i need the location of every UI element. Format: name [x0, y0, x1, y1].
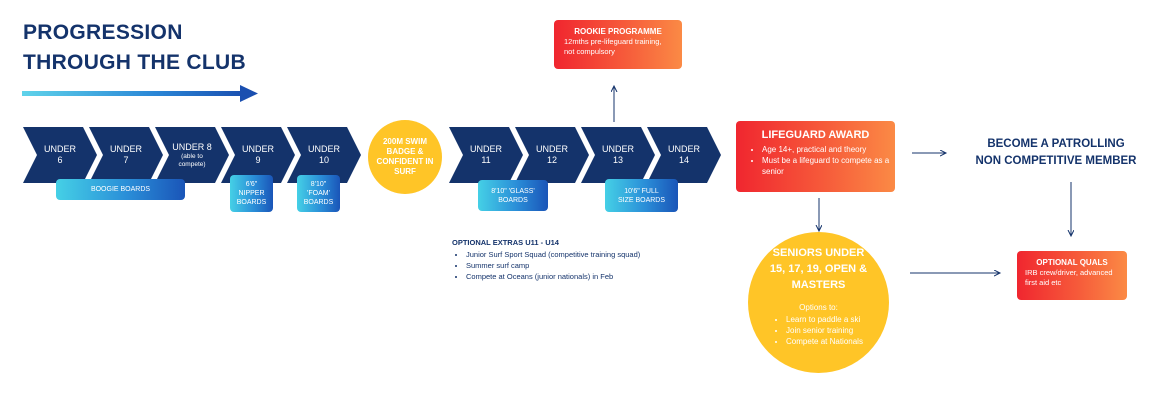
- title-line-2: THROUGH THE CLUB: [23, 51, 246, 74]
- chevron-under-13: [581, 127, 655, 183]
- chevron-subtext: (able to compete): [178, 152, 206, 168]
- chevron-label-under-14: UNDER 14: [661, 130, 707, 180]
- chevron-under-14: [647, 127, 721, 183]
- optional-quals-box: OPTIONAL QUALS IRB crew/driver, advanced…: [1017, 251, 1127, 300]
- optional-quals-text: IRB crew/driver, advanced first aid etc: [1025, 268, 1113, 287]
- chevron-under-12: [515, 127, 589, 183]
- chevron-text: UNDER 9: [241, 144, 274, 165]
- optional-extras-title: OPTIONAL EXTRAS U11 - U14: [452, 238, 559, 247]
- rookie-programme-box: ROOKIE PROGRAMME 12mths pre-lifeguard tr…: [554, 20, 682, 69]
- foam-boards-box: 8'10" 'FOAM' BOARDS: [297, 175, 340, 212]
- boogie-boards-box: BOOGIE BOARDS: [56, 179, 185, 200]
- chevron-label-under-12: UNDER 12: [529, 130, 575, 180]
- lifeguard-award-list: Age 14+, practical and theory Must be a …: [736, 144, 895, 177]
- page-title: PROGRESSION THROUGH THE CLUB: [23, 18, 246, 78]
- optional-extras: OPTIONAL EXTRAS U11 - U14 Junior Surf Sp…: [452, 237, 640, 282]
- title-underline-arrow: [22, 85, 258, 102]
- nipper-boards-box: 6'6" NIPPER BOARDS: [230, 175, 273, 212]
- chevron-label-under-9: UNDER 9: [235, 130, 281, 180]
- chevron-label-under-8: UNDER 8 (able to compete): [167, 130, 217, 180]
- seniors-option: Learn to paddle a ski: [786, 314, 863, 325]
- full-size-boards-box: 10'6" FULL SIZE BOARDS: [605, 179, 678, 212]
- optional-extras-item: Summer surf camp: [466, 260, 640, 271]
- patrolling-line-2: NON COMPETITIVE MEMBER: [975, 155, 1137, 167]
- lifeguard-award-item: Must be a lifeguard to compete as a seni…: [762, 155, 895, 177]
- full-size-boards-label: 10'6" FULL SIZE BOARDS: [617, 187, 666, 204]
- chevron-text: UNDER 12: [535, 144, 568, 165]
- seniors-options-title: Options to:: [799, 303, 838, 312]
- foam-boards-label: 8'10" 'FOAM' BOARDS: [303, 181, 334, 206]
- nipper-boards-label: 6'6" NIPPER BOARDS: [236, 181, 267, 206]
- optional-extras-item: Junior Surf Sport Squad (competitive tra…: [466, 249, 640, 260]
- chevron-under-9: [221, 127, 295, 183]
- optional-extras-list: Junior Surf Sport Squad (competitive tra…: [452, 249, 640, 282]
- patrolling-line-1: BECOME A PATROLLING: [987, 138, 1125, 150]
- glass-boards-label: 8'10" 'GLASS' BOARDS: [491, 187, 535, 204]
- chevron-text: UNDER 10: [307, 144, 340, 165]
- chevron-text: UNDER 11: [469, 144, 502, 165]
- lifeguard-award-item: Age 14+, practical and theory: [762, 144, 895, 155]
- chevron-text: UNDER 7: [109, 144, 142, 165]
- chevron-label-under-7: UNDER 7: [103, 130, 149, 180]
- seniors-options-list: Learn to paddle a ski Join senior traini…: [774, 314, 863, 347]
- lifeguard-award-box: LIFEGUARD AWARD Age 14+, practical and t…: [736, 121, 895, 192]
- rookie-programme-text: 12mths pre-lifeguard training, not compu…: [564, 37, 662, 56]
- glass-boards-box: 8'10" 'GLASS' BOARDS: [478, 180, 548, 211]
- seniors-option: Compete at Nationals: [786, 336, 863, 347]
- patrolling-member-text: BECOME A PATROLLING NON COMPETITIVE MEMB…: [966, 136, 1146, 170]
- seniors-title: SENIORS UNDER 15, 17, 19, OPEN & MASTERS: [769, 247, 868, 291]
- chevron-label-under-10: UNDER 10: [301, 130, 347, 180]
- chevron-text: UNDER 13: [601, 144, 634, 165]
- chevron-label-under-13: UNDER 13: [595, 130, 641, 180]
- chevron-under-6: [23, 127, 97, 183]
- seniors-circle: SENIORS UNDER 15, 17, 19, OPEN & MASTERS…: [748, 232, 889, 373]
- chevron-under-11: [449, 127, 523, 183]
- chevron-label-under-11: UNDER 11: [463, 130, 509, 180]
- chevron-text: UNDER 14: [667, 144, 700, 165]
- chevron-under-7: [89, 127, 163, 183]
- swim-badge-text: 200M SWIM BADGE & CONFIDENT IN SURF: [376, 137, 434, 176]
- chevron-under-10: [287, 127, 361, 183]
- chevron-label-under-6: UNDER 6: [37, 130, 83, 180]
- optional-extras-item: Compete at Oceans (junior nationals) in …: [466, 271, 640, 282]
- chevron-text: UNDER 6: [43, 144, 76, 165]
- title-line-1: PROGRESSION: [23, 21, 183, 44]
- optional-quals-title: OPTIONAL QUALS: [1036, 258, 1108, 267]
- lifeguard-award-title: LIFEGUARD AWARD: [761, 129, 870, 141]
- seniors-option: Join senior training: [786, 325, 863, 336]
- boogie-boards-label: BOOGIE BOARDS: [90, 186, 151, 193]
- rookie-programme-title: ROOKIE PROGRAMME: [574, 27, 662, 36]
- swim-badge-circle: 200M SWIM BADGE & CONFIDENT IN SURF: [368, 120, 442, 194]
- chevron-under-8: [155, 127, 229, 183]
- chevron-text: UNDER 8: [172, 141, 212, 152]
